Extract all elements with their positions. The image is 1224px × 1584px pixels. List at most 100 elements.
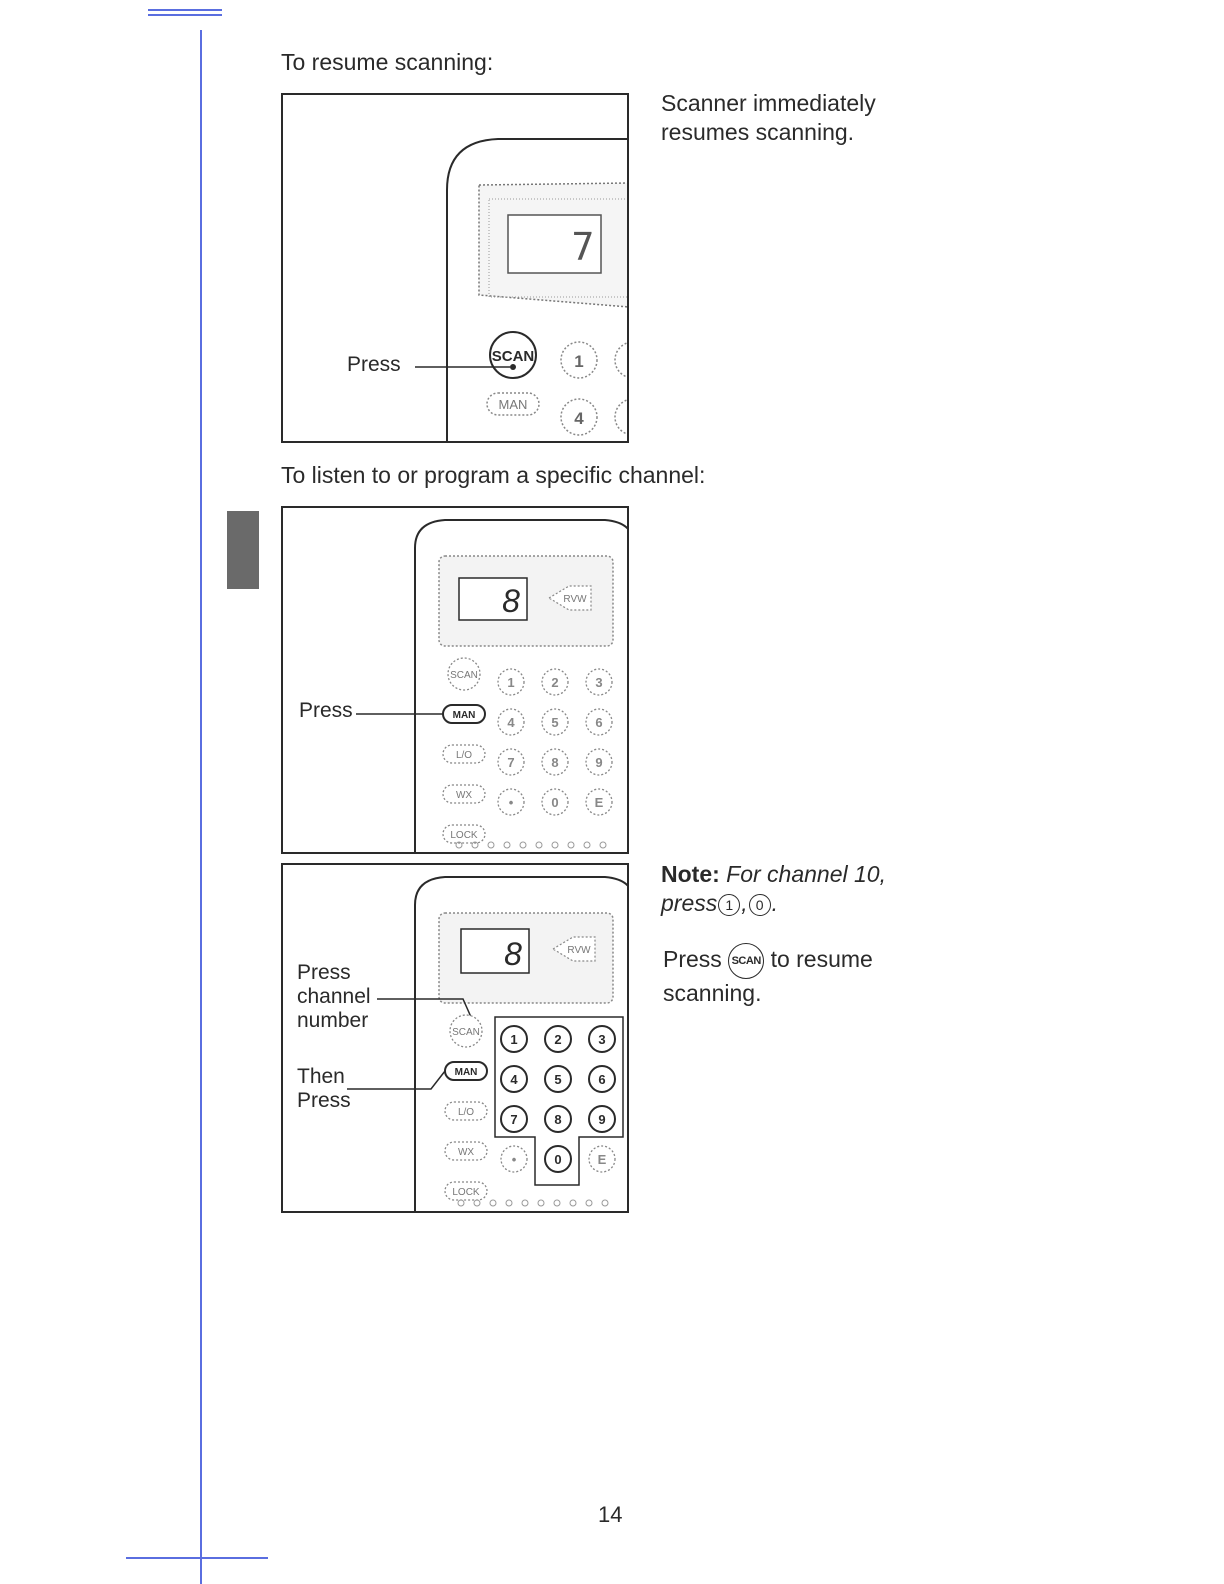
- keypad-key-label: 7: [507, 755, 514, 770]
- speaker-dot: [489, 1199, 497, 1207]
- keypad-key-illustration: [585, 708, 613, 736]
- speaker-dot: [551, 841, 559, 849]
- keypad-key-label: 2: [554, 1032, 561, 1047]
- key-1-illustration: [560, 341, 598, 379]
- keypad-key-illustration: [497, 668, 525, 696]
- keypad-key-label: 7: [510, 1112, 517, 1127]
- side-text-line2: resumes scanning.: [661, 119, 855, 145]
- press-label-2: Press: [299, 699, 353, 722]
- resume-instruction: Press SCAN to resume scanning.: [663, 943, 923, 1008]
- key-0-icon: 0: [748, 893, 771, 916]
- speaker-dot: [471, 841, 479, 849]
- keypad-key-illustration: [585, 668, 613, 696]
- page-number: 14: [598, 1502, 623, 1527]
- side-key-label: L/O: [456, 750, 472, 761]
- side-key-wx-illustration: [442, 784, 486, 804]
- keypad-key-label: 1: [507, 675, 514, 690]
- speaker-dot: [503, 841, 511, 849]
- scan-button-icon: SCAN: [728, 943, 765, 979]
- then-press-label: Then Press: [297, 1065, 351, 1112]
- keypad-key-label: 9: [598, 1112, 605, 1127]
- side-key-label: MAN: [453, 710, 476, 721]
- keypad-key-illustration: [541, 708, 569, 736]
- side-key-lo-illustration: [444, 1101, 488, 1121]
- keypad-key-label: 8: [554, 1112, 561, 1127]
- keypad-highlight-outline: [494, 1016, 624, 1186]
- speaker-dot: [521, 1199, 529, 1207]
- side-key-lock-illustration: [444, 1181, 488, 1201]
- man-key-illustration: [486, 392, 540, 416]
- side-key-label: LOCK: [452, 1187, 480, 1198]
- keypad-key-label: E: [598, 1152, 607, 1167]
- side-key-label: MAN: [455, 1067, 478, 1078]
- display-digit-1: 7: [572, 225, 595, 269]
- side-key-label: SCAN: [450, 670, 478, 681]
- keypad-key-illustration: [585, 748, 613, 776]
- resume-scanning-figure: 7 SCAN 1 MAN 4 Press: [281, 93, 629, 443]
- keypad-key-illustration: [497, 708, 525, 736]
- svg-text:4: 4: [574, 409, 584, 428]
- display-digit-3: 8: [504, 936, 522, 972]
- speaker-dot: [505, 1199, 513, 1207]
- keypad-key-illustration: [588, 1105, 616, 1133]
- section1-heading: To resume scanning:: [281, 49, 494, 75]
- side-key-man-illustration: [442, 704, 486, 724]
- keypad-key-label: 6: [595, 715, 602, 730]
- keypad-key-illustration: [500, 1105, 528, 1133]
- keypad-key-illustration: [544, 1025, 572, 1053]
- side-key-label: WX: [456, 790, 472, 801]
- keypad-key-illustration: [497, 788, 525, 816]
- top-margin-mark: [148, 9, 222, 11]
- keypad-key-illustration: [544, 1065, 572, 1093]
- svg-text:MAN: MAN: [499, 397, 528, 412]
- keypad-key-illustration: [541, 668, 569, 696]
- scanner-resumes-text: Scanner immediately resumes scanning.: [661, 89, 876, 147]
- keypad-key-illustration: [500, 1145, 528, 1173]
- side-key-wx-illustration: [444, 1141, 488, 1161]
- channel-number-pointer: [377, 998, 472, 1018]
- speaker-dot: [585, 1199, 593, 1207]
- keypad-key-illustration: [588, 1065, 616, 1093]
- key-1-icon: 1: [718, 893, 741, 916]
- keypad-key-label: 5: [551, 715, 558, 730]
- press-channel-number-label: Press channel number: [297, 961, 371, 1032]
- svg-text:1: 1: [574, 352, 583, 371]
- keypad-key-illustration: [544, 1145, 572, 1173]
- bottom-margin-line: [126, 1557, 268, 1559]
- then-press-pointer: [347, 1070, 446, 1090]
- keypad-key-label: 4: [507, 715, 515, 730]
- keypad-key-label: •: [512, 1152, 517, 1167]
- keypad-key-label: E: [595, 795, 604, 810]
- keypad-key-label: 3: [598, 1032, 605, 1047]
- side-key-label: L/O: [458, 1107, 474, 1118]
- side-key-label: WX: [458, 1147, 474, 1158]
- keypad-key-illustration: [544, 1105, 572, 1133]
- keypad-key-illustration: [588, 1025, 616, 1053]
- speaker-dot: [583, 841, 591, 849]
- keypad-key-label: 3: [595, 675, 602, 690]
- keypad-key-label: 0: [554, 1152, 561, 1167]
- side-key-scan-illustration: [449, 1014, 483, 1048]
- side-key-man-illustration: [444, 1061, 488, 1081]
- keypad-key-label: 6: [598, 1072, 605, 1087]
- keypad-key-label: •: [509, 795, 514, 810]
- speaker-dot: [519, 841, 527, 849]
- top-margin-mark-2: [148, 14, 222, 16]
- svg-text:RVW: RVW: [563, 594, 587, 605]
- keypad-key-illustration: [497, 748, 525, 776]
- side-key-label: SCAN: [452, 1027, 480, 1038]
- keypad-key-label: 8: [551, 755, 558, 770]
- note-label: Note:: [661, 861, 720, 887]
- speaker-dot: [535, 841, 543, 849]
- svg-text:RVW: RVW: [567, 945, 591, 956]
- keypad-key-illustration: [588, 1145, 616, 1173]
- press-label-1: Press: [347, 353, 401, 376]
- note-text: For channel 10,: [726, 861, 886, 887]
- side-key-scan-illustration: [447, 657, 481, 691]
- speaker-dot: [537, 1199, 545, 1207]
